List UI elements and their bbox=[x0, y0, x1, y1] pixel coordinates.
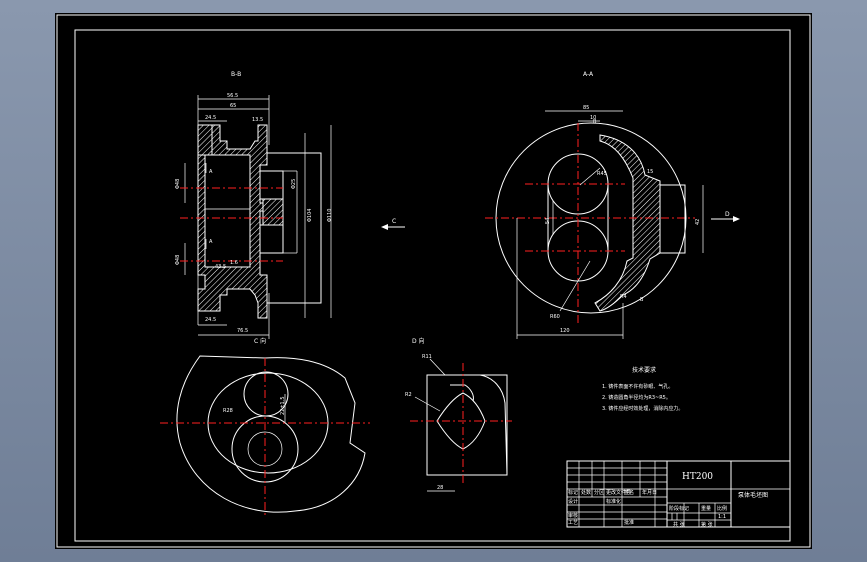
label-aa: A-A bbox=[583, 71, 594, 78]
ra-note: 1.6 bbox=[230, 260, 238, 266]
dim-25: Φ25 bbox=[291, 179, 297, 189]
tb-scale-value: 1:1 bbox=[718, 514, 726, 520]
dim-85: 85 bbox=[583, 105, 589, 111]
dim-r11: R11 bbox=[422, 354, 432, 360]
dim-76-5: 76.5 bbox=[237, 328, 248, 334]
dim-65: 65 bbox=[230, 103, 236, 109]
tb-weight: 重量 bbox=[701, 505, 711, 512]
cut-a-mark-2: A bbox=[209, 239, 213, 245]
tb-date: 年月日 bbox=[642, 489, 657, 496]
dim-28: 28 bbox=[437, 485, 443, 491]
tb-zone: 分区 bbox=[594, 489, 604, 496]
view-d: D 向 R11 R2 28 bbox=[405, 337, 512, 492]
dim-24-5-bot: 24.5 bbox=[205, 317, 216, 323]
dim-13-5: 13.5 bbox=[252, 117, 263, 123]
title-block: HT200 泵体毛坯图 标记 处数 分区 更改文件号 签名 年月日 设计 标准化… bbox=[566, 460, 791, 528]
tb-approve: 批准 bbox=[624, 519, 634, 526]
dim-r45: R45 bbox=[597, 171, 607, 177]
tb-sign: 签名 bbox=[624, 489, 634, 496]
label-view-c: C 向 bbox=[254, 337, 266, 345]
cut-b-mark-top: B bbox=[593, 119, 597, 125]
tb-process: 工艺 bbox=[568, 520, 578, 526]
tech-req-item-1: 1. 铸件表面不许有砂眼、气孔。 bbox=[602, 383, 673, 390]
tb-stage: 阶段标记 bbox=[669, 505, 689, 512]
dim-56-5: 56.5 bbox=[227, 93, 238, 99]
dim-120: 120 bbox=[560, 328, 570, 334]
tb-standardize: 标准化 bbox=[606, 498, 621, 505]
dim-42: 42 bbox=[695, 219, 701, 225]
label-view-d: D 向 bbox=[412, 337, 425, 345]
dim-15: 15 bbox=[647, 169, 653, 175]
tech-req-title: 技术要求 bbox=[632, 366, 656, 374]
drawing-name: 泵体毛坯图 bbox=[738, 491, 768, 499]
view-c: C 向 22±1.5 R28 bbox=[160, 337, 370, 518]
aa-body-hatch bbox=[594, 134, 661, 312]
tech-req-item-2: 2. 铸造圆角半径均为R3~R5。 bbox=[602, 394, 671, 401]
dim-52-top: Φ48 bbox=[175, 179, 181, 189]
view-arrow-d: D bbox=[711, 211, 740, 222]
dim-24-5-top: 24.5 bbox=[205, 115, 216, 121]
bb-mid-hatch bbox=[262, 198, 284, 226]
tb-scale: 比例 bbox=[717, 505, 727, 512]
tb-change-doc: 更改文件号 bbox=[606, 489, 631, 496]
tb-sheet-no: 第 张 bbox=[701, 521, 713, 528]
tb-sheets: 共 张 bbox=[673, 521, 685, 528]
cad-drawing: B-B 56.5 65 24.5 13.5 Φ25 Φ104 Φ110 Φ48 bbox=[56, 14, 811, 548]
tb-designer: 设计 bbox=[568, 498, 578, 505]
drawing-sheet: B-B 56.5 65 24.5 13.5 Φ25 Φ104 Φ110 Φ48 bbox=[55, 13, 812, 549]
section-aa-view: A-A 42 15 85 10 B R45 54 R4 B R60 bbox=[485, 71, 704, 339]
dim-r60: R60 bbox=[550, 314, 560, 320]
tech-req-item-3: 3. 铸件应经时效处理，消除内应力。 bbox=[602, 405, 683, 412]
dim-phi104: Φ104 bbox=[307, 209, 313, 222]
dim-r28: R28 bbox=[223, 408, 233, 414]
dim-54: 54 bbox=[545, 218, 551, 224]
material-label: HT200 bbox=[682, 472, 713, 482]
bb-top-hatch bbox=[197, 124, 213, 156]
arrow-c-label: C bbox=[392, 218, 396, 225]
section-bb-view: B-B 56.5 65 24.5 13.5 Φ25 Φ104 Φ110 Φ48 bbox=[175, 71, 333, 339]
label-bb: B-B bbox=[231, 71, 241, 78]
outer-frame bbox=[56, 14, 811, 548]
view-arrow-c: C bbox=[381, 218, 405, 230]
cut-b-mark-bottom: B bbox=[640, 297, 644, 303]
dim-r4: R4 bbox=[620, 294, 627, 300]
cut-a-mark-1: A bbox=[209, 169, 213, 175]
dim-221-5: 22±1.5 bbox=[280, 396, 286, 415]
arrow-d-label: D bbox=[725, 211, 730, 218]
dim-phi110: Φ110 bbox=[327, 209, 333, 222]
tb-mark: 标记 bbox=[568, 489, 578, 496]
tb-checker: 审核 bbox=[568, 512, 578, 519]
dim-43-5: 43.5 bbox=[215, 264, 226, 270]
technical-requirements: 技术要求 1. 铸件表面不许有砂眼、气孔。 2. 铸造圆角半径均为R3~R5。 … bbox=[602, 366, 683, 412]
dim-52-bot: Φ48 bbox=[175, 255, 181, 265]
inner-frame bbox=[74, 29, 791, 542]
dim-10: 10 bbox=[590, 115, 596, 121]
dim-r2: R2 bbox=[405, 392, 412, 398]
tb-count: 处数 bbox=[581, 489, 591, 496]
c-outer-profile bbox=[176, 355, 366, 513]
